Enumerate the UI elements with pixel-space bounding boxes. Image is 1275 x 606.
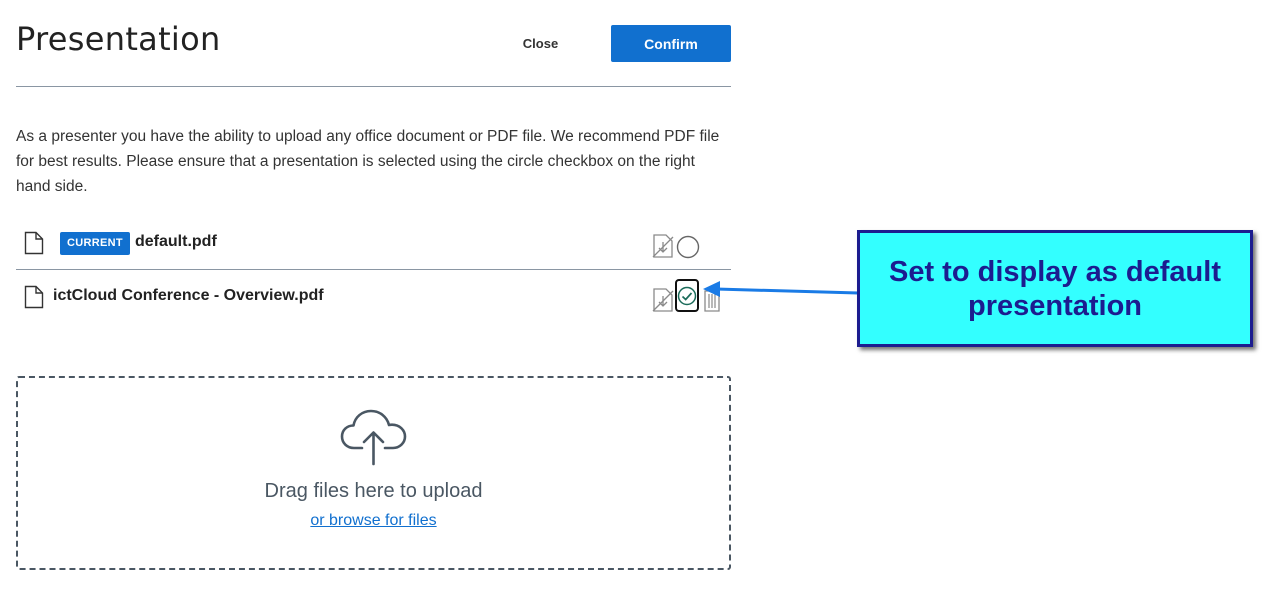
- drag-files-text: Drag files here to upload: [264, 480, 483, 502]
- download-disabled-icon[interactable]: [651, 233, 675, 259]
- file-row: ictCloud Conference - Overview.pdf: [16, 270, 731, 320]
- radio-checked-button[interactable]: [675, 279, 699, 312]
- annotation-callout: Set to display as default presentation: [857, 230, 1253, 347]
- page-title: Presentation: [16, 20, 221, 58]
- row-divider: [16, 269, 731, 270]
- close-button[interactable]: Close: [503, 25, 578, 61]
- file-icon: [24, 231, 44, 255]
- radio-checked-icon: [677, 286, 697, 305]
- current-badge: CURRENT: [60, 232, 130, 255]
- file-name: default.pdf: [135, 233, 217, 250]
- file-icon: [24, 285, 44, 309]
- file-name: ictCloud Conference - Overview.pdf: [53, 287, 324, 304]
- confirm-button[interactable]: Confirm: [611, 25, 731, 62]
- intro-text: As a presenter you have the ability to u…: [16, 128, 720, 195]
- upload-dropzone[interactable]: Drag files here to upload or browse for …: [16, 376, 731, 570]
- cloud-upload-icon: [340, 409, 407, 466]
- download-disabled-icon[interactable]: [651, 287, 675, 313]
- browse-files-link[interactable]: or browse for files: [310, 512, 437, 529]
- radio-circle-icon[interactable]: [676, 234, 702, 260]
- annotation-arrow: [703, 281, 859, 297]
- annotation-text: Set to display as default presentation: [889, 255, 1221, 322]
- header-divider: [16, 86, 731, 87]
- file-row: CURRENT default.pdf: [16, 226, 731, 269]
